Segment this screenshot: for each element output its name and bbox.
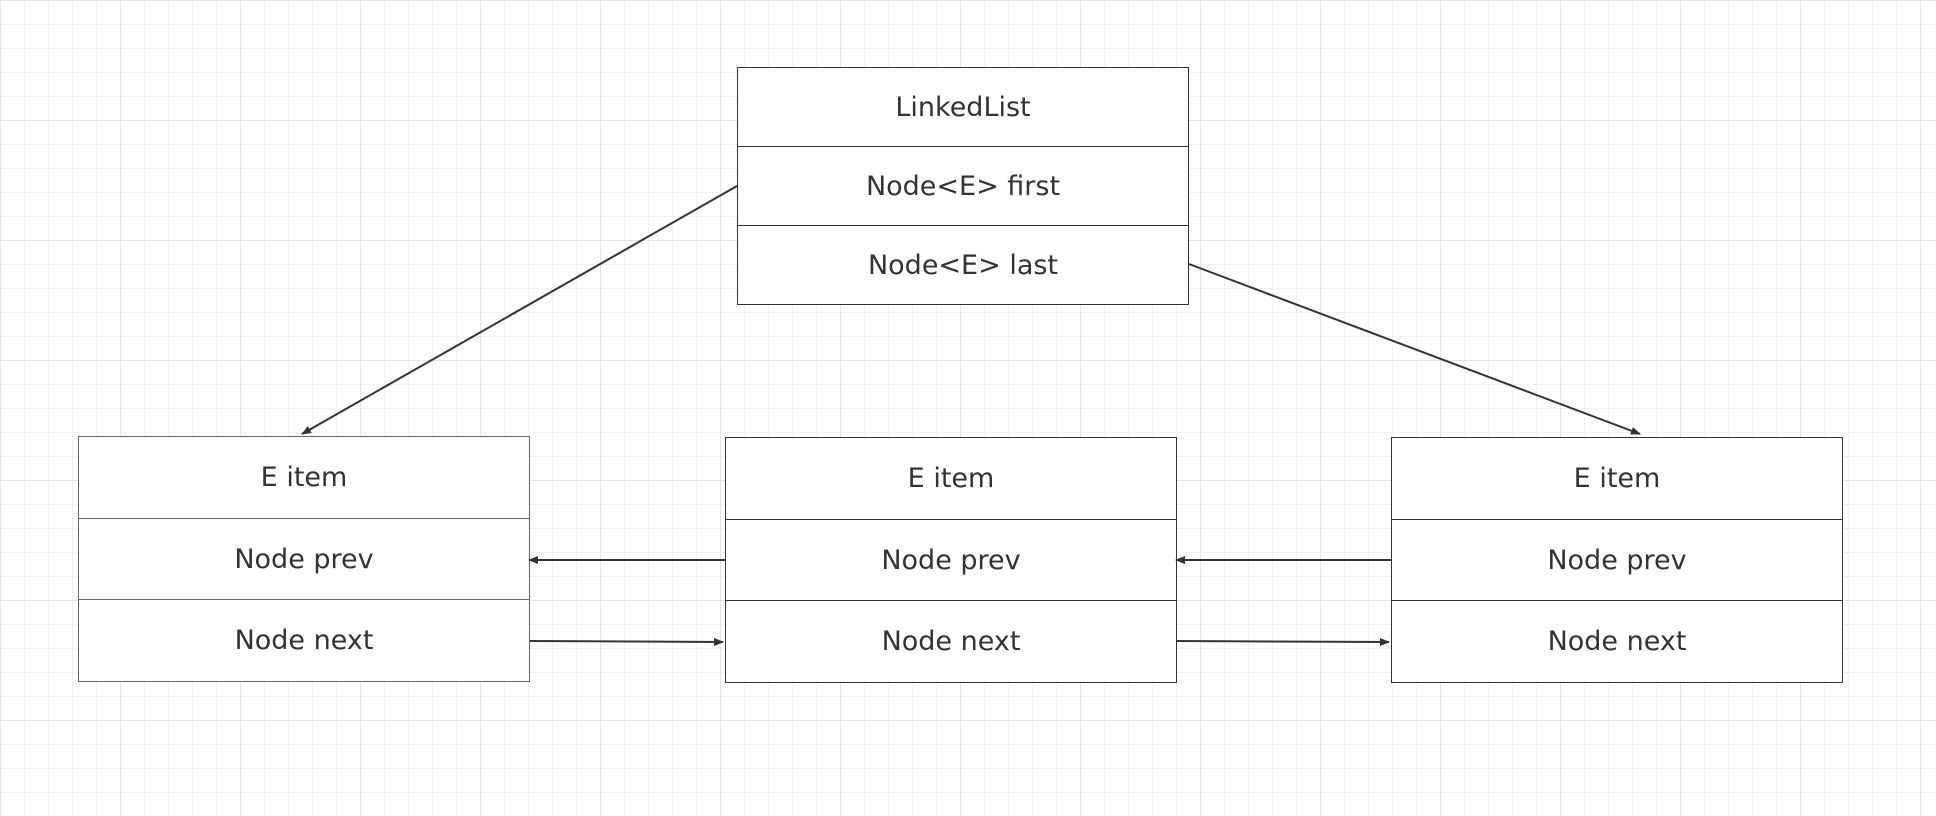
node-3-next-field: Node next [1547, 626, 1687, 658]
linkedlist-last-field: Node<E> last [867, 249, 1059, 281]
node-2-next-arrow [1176, 637, 1390, 646]
node-box-3[interactable]: E item Node prev Node next [1391, 437, 1843, 683]
node-2-prev-field: Node prev [726, 520, 1176, 602]
linkedlist-first-field: Node<E> first [738, 147, 1188, 226]
node-box-2[interactable]: E item Node prev Node next [725, 437, 1177, 683]
linkedlist-box[interactable]: LinkedList Node<E> first Node<E> last [737, 67, 1189, 305]
node-1-next-arrow [529, 637, 724, 646]
first-pointer-arrow [301, 185, 738, 435]
node-1-prev-field: Node prev [79, 519, 529, 601]
node-3-item-field: E item [1392, 438, 1842, 520]
linkedlist-title: LinkedList [738, 68, 1188, 147]
node-3-prev-field: Node prev [1392, 520, 1842, 602]
last-pointer-arrow [1188, 263, 1641, 435]
node-box-1[interactable]: E item Node prev Node next [78, 436, 530, 682]
node-2-next-field: Node next [881, 626, 1021, 658]
node-1-item-field: E item [79, 437, 529, 519]
node-2-item-field: E item [726, 438, 1176, 520]
node-1-next-field: Node next [234, 625, 374, 657]
